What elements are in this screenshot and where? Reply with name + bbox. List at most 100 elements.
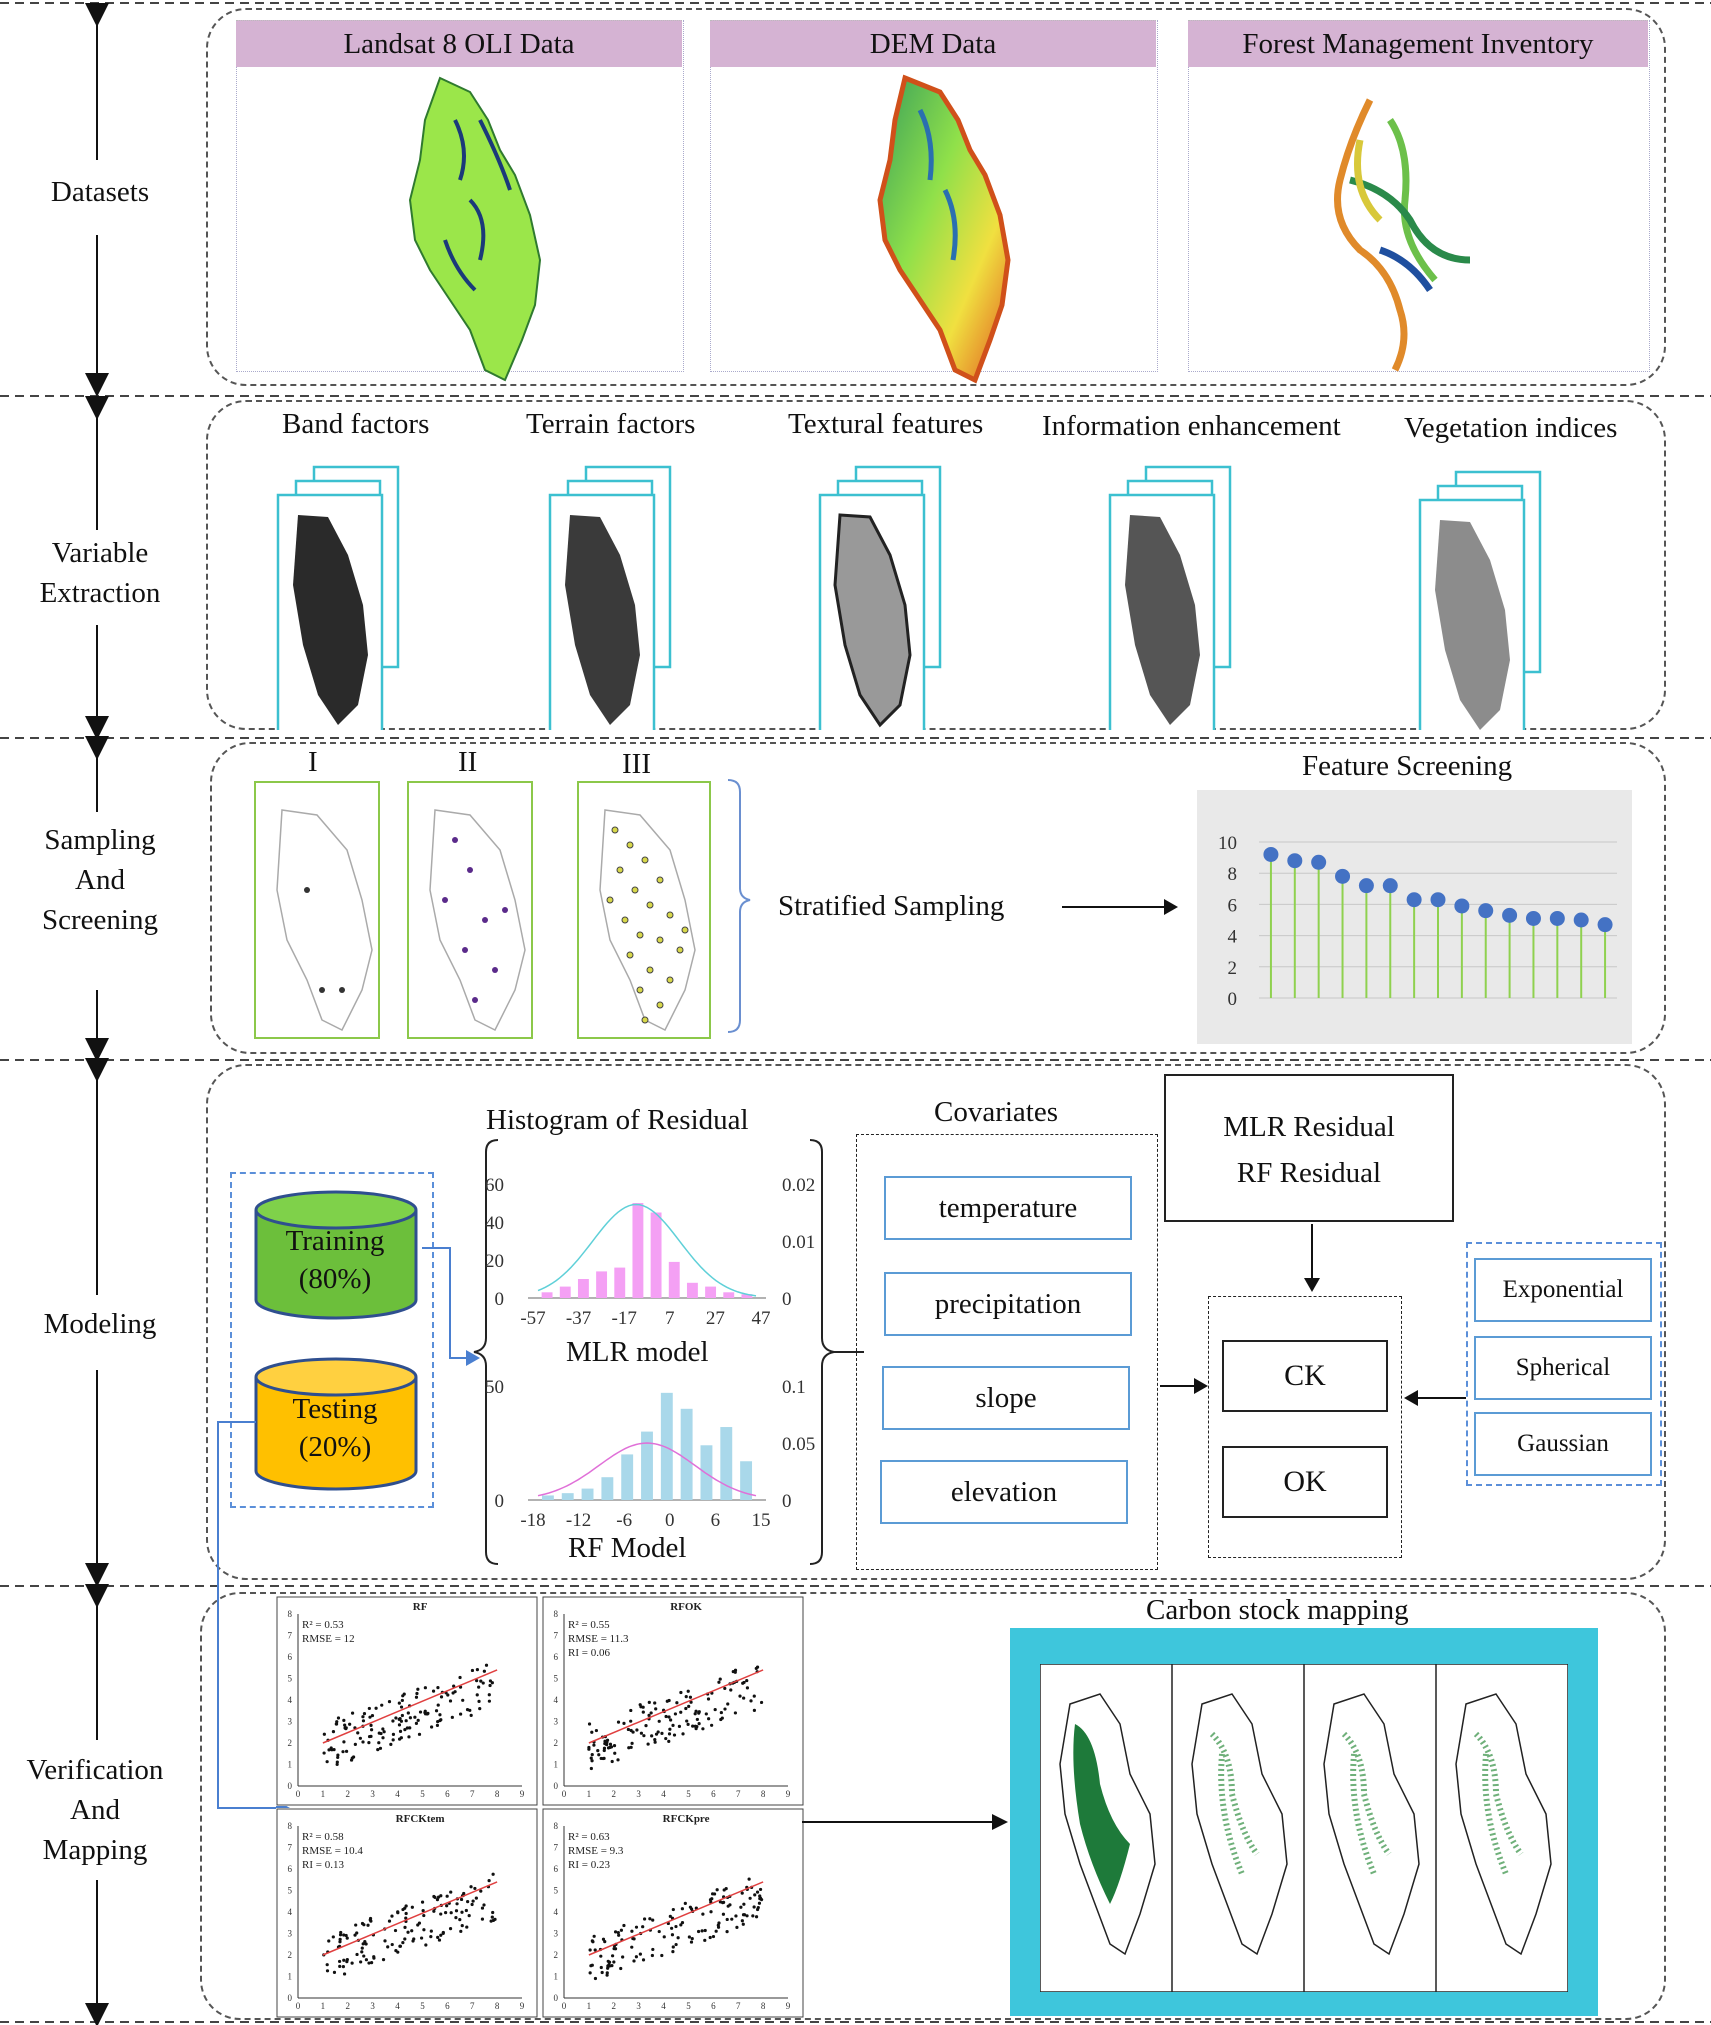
x-tick-label: 2 [346,2001,351,2011]
x-tick-label: 1 [587,2001,592,2011]
scatter-point [714,1929,718,1933]
scatter-point [703,1928,707,1933]
scatter-point [707,1717,711,1721]
scatter-point [368,1715,372,1719]
x-tick-label: 47 [752,1308,771,1329]
scatter-point [723,1686,727,1691]
scatter-point [603,1940,607,1944]
scatter-point [747,1877,751,1881]
scatter-point [325,1760,329,1764]
scatter-point [458,1918,462,1922]
y-tick-label: 3 [554,1717,559,1727]
scatter-point [327,1939,331,1943]
scatter-point [419,1936,424,1940]
training-cylinder [254,1190,418,1320]
testing-cylinder [254,1357,418,1491]
scatter-point [680,1921,685,1925]
variogram-spherical: Spherical [1474,1336,1652,1400]
histogram-title: Histogram of Residual [486,1104,749,1136]
y-tick-label: 7 [554,1631,559,1641]
scatter-point [479,1679,483,1683]
scatter-point [745,1914,749,1918]
scatter-point [701,1912,705,1916]
data-point [1573,912,1589,928]
stage-variable-extraction-label: Variable Extraction [10,533,190,613]
scatter-point [720,1716,724,1720]
scatter-point [651,1947,655,1952]
scatter-point [605,1971,609,1975]
scatter-point [669,1718,673,1722]
scatter-point [613,1751,617,1755]
y-tick-label: 5 [554,1886,559,1896]
scatter-point [493,1917,497,1921]
scatter-point [382,1730,386,1734]
stage-label-line: Mapping [42,1834,148,1866]
x-tick-label: 5 [686,1789,691,1799]
scatter-point [668,1914,672,1918]
scatter-point [630,1741,634,1745]
histogram-bar [541,1495,554,1500]
scatter-point [642,1917,647,1921]
scatter-annotation: R² = 0.58 [302,1831,344,1843]
scatter-point [400,1713,404,1718]
scatter-point [708,1935,712,1940]
histogram-bar [601,1477,614,1500]
scatter-point [733,1670,737,1674]
scatter-point [667,1715,671,1719]
scatter-point [686,1689,690,1693]
scatter-point [610,1954,615,1958]
scatter-annotation: RMSE = 10.4 [302,1845,363,1857]
histogram-bar [705,1286,717,1298]
scatter-point [406,1711,410,1715]
y-tick-label: 4 [288,1907,293,1917]
scatter-point [647,1713,651,1718]
scatter-point [634,1925,639,1929]
scatter-point [445,1904,449,1908]
scatter-point [342,1958,346,1962]
scatter-point [449,1890,453,1894]
y-tick-label: 8 [288,1609,293,1619]
scatter-point [590,1759,594,1763]
scatter-point [458,1675,462,1680]
scatter-point [740,1891,744,1895]
dataset-split-group [230,1172,434,1508]
x-tick-label: 5 [686,2001,691,2011]
scatter-point [332,1970,337,1975]
histogram-bar [680,1408,693,1500]
scatter-point [632,1937,636,1941]
scatter-point [671,1723,675,1727]
y-tick-label: 0 [1228,989,1238,1010]
dem-map [877,74,1011,384]
scatter-point [435,1898,440,1902]
y-tick-label: 6 [288,1864,293,1874]
scatter-point [670,1933,675,1937]
scatter-point [690,1907,694,1911]
scatter-point [479,1889,483,1893]
x-tick-label: 9 [520,2001,525,2011]
scatter-point [749,1699,753,1703]
x-tick-label: 9 [786,1789,791,1799]
scatter-point [408,1726,412,1730]
scatter-point [430,1725,434,1729]
scatter-point [446,1693,450,1697]
scatter-point [758,1894,762,1898]
scatter-point [684,1695,688,1699]
scatter-point [475,1668,480,1672]
scatter-point [360,1950,364,1954]
scatter-point [653,1701,657,1705]
y-tick-label: 0 [495,1289,505,1310]
y2-tick-label: 0 [782,1491,792,1512]
scatter-point [383,1939,387,1943]
variogram-exponential: Exponential [1474,1258,1652,1322]
scatter-point [677,1724,682,1728]
scatter-point [753,1893,757,1897]
scatter-point [437,1938,442,1942]
y-tick-label: 2 [554,1738,559,1748]
y-tick-label: 4 [288,1695,293,1705]
histogram-bar [541,1292,553,1298]
scatter-point [381,1727,385,1731]
y-tick-label: 5 [288,1674,293,1684]
scatter-point [654,1732,659,1736]
scatter-point [725,1917,729,1922]
scatter-point [361,1942,365,1946]
